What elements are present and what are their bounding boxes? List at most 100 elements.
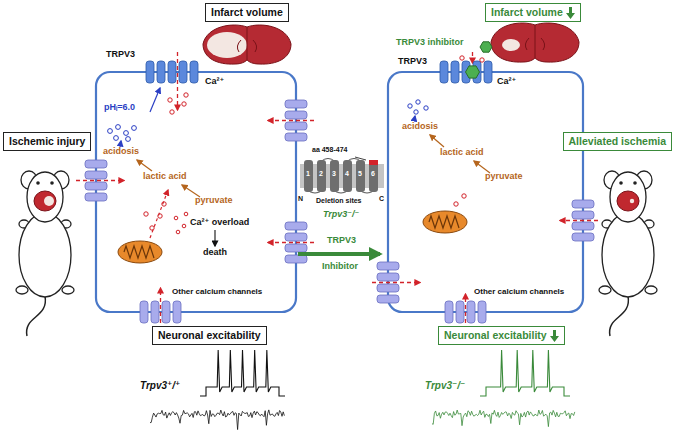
leader-line xyxy=(355,157,366,160)
arrow-line xyxy=(465,294,466,330)
box-title: Ischemic injury xyxy=(9,135,85,148)
brain-slice xyxy=(203,25,291,64)
transmembrane-helix xyxy=(317,160,326,192)
title-box: Infarct volume xyxy=(205,3,289,22)
diagram-label: 5 xyxy=(358,170,362,178)
channel-subunit xyxy=(85,193,107,201)
channel-subunit xyxy=(285,255,307,263)
diagram-label: 3 xyxy=(332,170,336,178)
arrow-line xyxy=(372,282,420,283)
channel-subunit xyxy=(572,222,594,230)
arrow-line xyxy=(472,52,473,63)
channel-subunit xyxy=(377,273,399,281)
channel-subunit xyxy=(377,284,399,292)
diagram-label: TRPV3 xyxy=(327,236,356,246)
deletion-mark xyxy=(369,160,378,165)
arrow-line xyxy=(560,220,598,221)
arrow-line xyxy=(298,252,380,256)
diagram-label: 1 xyxy=(306,170,310,178)
ion-dot xyxy=(424,106,428,110)
arrow-line xyxy=(76,180,124,181)
ion-dot xyxy=(184,93,188,97)
channel-subunit xyxy=(190,61,198,83)
ion-dot xyxy=(168,98,172,102)
channel-subunit xyxy=(285,111,307,119)
diagram-label: death xyxy=(203,248,227,258)
arrow-line xyxy=(177,52,178,110)
ion-dot xyxy=(460,56,464,60)
inhibitor-molecule xyxy=(466,66,480,78)
inhibitor-molecule xyxy=(480,42,492,52)
ion-channel xyxy=(440,61,492,83)
channel-subunit xyxy=(173,301,181,323)
transmembrane-helix xyxy=(304,160,313,192)
title-box: Ischemic injury xyxy=(3,132,91,151)
channel-subunit xyxy=(151,301,159,323)
brain-slice xyxy=(491,23,579,62)
box-title: Neuronal excitability xyxy=(444,329,547,342)
channel-subunit xyxy=(285,122,307,130)
ion-dot xyxy=(176,230,180,234)
diagram-label: C xyxy=(379,195,384,203)
arrow-line xyxy=(137,160,152,171)
channel-subunit xyxy=(451,61,459,83)
mitochondrion xyxy=(118,241,162,263)
title-box: Neuronal excitability xyxy=(438,326,565,345)
mouse-top-view xyxy=(599,171,657,336)
diagram-label: Ca²⁺ overload xyxy=(190,218,249,228)
transmembrane-helix xyxy=(356,160,365,192)
channel-subunit xyxy=(285,222,307,230)
diagram-label: lactic acid xyxy=(440,148,484,158)
diagram-label: Inhibitor xyxy=(322,262,358,272)
arrow-line xyxy=(150,88,160,112)
ion-channel xyxy=(146,61,198,83)
transmembrane-helix xyxy=(330,160,339,192)
diagram-label: pyruvate xyxy=(195,196,233,206)
title-box: Alleviated ischemia xyxy=(563,132,672,151)
box-title: Neuronal excitability xyxy=(158,329,261,342)
channel-subunit xyxy=(572,211,594,219)
channel-subunit xyxy=(285,233,307,241)
diagram-label: Trpv3⁻/⁻ xyxy=(323,210,359,220)
decrease-arrow xyxy=(566,7,575,19)
arrow-line xyxy=(268,242,314,243)
channel-subunit xyxy=(85,171,107,179)
diagram-label: acidosis xyxy=(402,122,438,132)
channel-subunit xyxy=(285,244,307,252)
ion-dot xyxy=(182,102,186,106)
arrow-line xyxy=(160,288,161,330)
field-recording-trace xyxy=(150,410,284,430)
ion-dot xyxy=(170,110,174,114)
ion-dot xyxy=(114,136,119,141)
box-title: Alleviated ischemia xyxy=(569,135,666,148)
diagram-label: TRPV3 xyxy=(398,57,427,67)
arrow-line xyxy=(214,230,215,246)
ion-dot xyxy=(158,214,162,218)
arrow-line xyxy=(150,190,168,238)
ion-dot xyxy=(462,194,466,198)
ion-dot xyxy=(124,131,129,136)
ion-dot xyxy=(126,137,131,142)
arrow-line xyxy=(430,135,444,147)
channel-subunit xyxy=(484,61,492,83)
channel-subunit xyxy=(377,295,399,303)
neuron-cell xyxy=(388,72,583,312)
diagram-label: Other calcium channels xyxy=(172,288,262,297)
loop-line xyxy=(309,159,374,194)
ion-channel xyxy=(85,160,107,201)
channel-subunit xyxy=(285,100,307,108)
ion-dot xyxy=(150,226,154,230)
diagram-label: Deletion sites xyxy=(316,197,362,205)
mouse-top-view xyxy=(16,171,74,336)
diagram-label: TRPV3 xyxy=(106,50,135,60)
channel-subunit xyxy=(467,301,475,323)
current-clamp-trace xyxy=(200,350,285,396)
field-recording-trace xyxy=(432,410,575,427)
ion-dot xyxy=(480,58,484,62)
diagram-label: Ca²⁺ xyxy=(205,77,224,87)
ion-dot xyxy=(162,202,166,206)
ion-dot xyxy=(108,129,113,134)
channel-subunit xyxy=(285,133,307,141)
ion-dot xyxy=(414,110,418,114)
